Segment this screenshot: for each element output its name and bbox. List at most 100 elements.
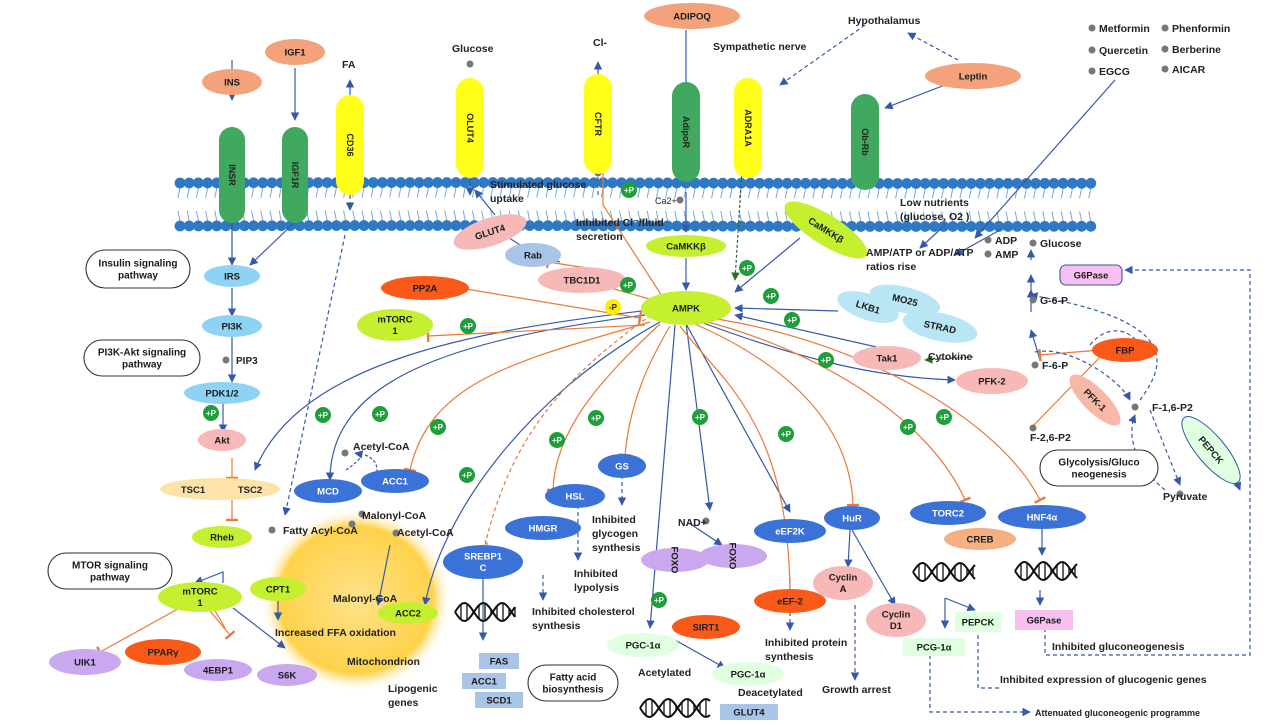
lipid-head — [496, 177, 508, 188]
svg-text:+P: +P — [433, 423, 444, 432]
phospho-badge: +P — [203, 405, 219, 421]
lipid-head — [827, 177, 839, 189]
phospho-badge: +P — [621, 182, 637, 198]
lipid-head — [570, 220, 581, 232]
lipid-head — [653, 220, 664, 232]
node-akt: Akt — [198, 429, 246, 451]
lipid-head — [377, 220, 388, 231]
node-hnf4a: HNF4α — [998, 505, 1086, 529]
lipid-head — [505, 177, 517, 188]
node-camkkb: CaMKKβ — [646, 235, 726, 257]
node-pi3k: PI3K — [202, 315, 262, 337]
lipid-head — [901, 221, 913, 232]
receptor-cftr: CFTR — [584, 74, 612, 174]
lipid-head — [607, 177, 618, 189]
lipid-head — [1030, 220, 1041, 232]
label-nad: NAD+ — [678, 517, 707, 529]
lipid-head — [993, 178, 1005, 189]
node-cpt1: CPT1 — [250, 577, 306, 601]
svg-text:+P: +P — [552, 436, 563, 445]
lipid-head — [386, 177, 397, 188]
phospho-badge: +P — [315, 407, 331, 423]
lipid-head — [174, 220, 186, 232]
node-acc1: ACC1 — [361, 469, 429, 493]
node-label: PFK-2 — [978, 376, 1005, 387]
node-label: Cyclin — [882, 610, 911, 621]
lipid-head — [551, 177, 563, 189]
receptor-label: CFTR — [593, 112, 603, 136]
lipid-head — [883, 221, 894, 232]
phospho-badge: +P — [936, 409, 952, 425]
svg-text:+P: +P — [787, 316, 798, 325]
lipid-head — [1076, 220, 1087, 232]
lipid-head — [901, 178, 913, 189]
node-label: ADIPOQ — [673, 11, 710, 22]
label-low-nutrients-2: (glucose, O2 ) — [900, 211, 969, 223]
lipid-head — [303, 220, 315, 232]
node-foxo-b: FOXO — [699, 543, 767, 569]
lipid-head — [358, 220, 370, 231]
svg-text:+P: +P — [654, 596, 665, 605]
lipid-head — [929, 178, 940, 189]
label-inh-cholesterol-1: Inhibited cholesterol — [532, 606, 635, 618]
lipid-head — [193, 177, 204, 189]
lipid-head — [386, 220, 397, 231]
lipid-head — [929, 221, 940, 232]
lipid-head — [469, 177, 480, 188]
node-creb: CREB — [944, 528, 1016, 550]
lipid-head — [671, 220, 683, 232]
label-growth-arrest: Growth arrest — [822, 684, 891, 696]
lipid-head — [662, 177, 673, 189]
receptor-label: INSR — [227, 164, 237, 186]
dna-helices — [454, 560, 1078, 719]
lipid-head — [1039, 177, 1051, 189]
label-glucose-top: Glucose — [452, 43, 494, 55]
node-label: 1 — [392, 326, 398, 337]
label-inh-glycogen-1: Inhibited — [592, 514, 636, 526]
node-label: PCG-1α — [917, 642, 952, 653]
phospho-badge: +P — [459, 467, 475, 483]
lipid-head — [625, 220, 637, 232]
lipid-head — [772, 220, 784, 232]
node-uik1: UIK1 — [49, 649, 121, 675]
lipid-head — [1021, 178, 1032, 189]
lipid-head — [441, 177, 453, 188]
node-label: PP2A — [413, 283, 438, 294]
lipid-head — [294, 220, 305, 232]
phospho-badge: +P — [588, 410, 604, 426]
node-pp2a: PP2A — [381, 276, 469, 300]
svg-text:+P: +P — [462, 471, 473, 480]
phospho-badge: +P — [460, 318, 476, 334]
lipid-head — [763, 177, 775, 189]
lipid-head — [873, 221, 885, 232]
lipid-head — [781, 220, 793, 232]
lipid-head — [708, 177, 719, 189]
gene-scd1: SCD1 — [475, 692, 523, 708]
lipid-head — [257, 220, 269, 232]
lipid-head — [883, 178, 894, 189]
label-lipogenic-1: Lipogenic — [388, 683, 438, 695]
label-lipogenic-2: genes — [388, 697, 419, 709]
receptor-adra1a: ADRA1A — [734, 78, 762, 178]
node-acc2: ACC2 — [378, 602, 438, 624]
lipid-head — [1076, 177, 1087, 189]
lipid-head — [726, 177, 738, 189]
node-rab: Rab — [505, 243, 561, 267]
lipid-head — [634, 220, 646, 232]
phospho-badge: +P — [549, 432, 565, 448]
node-label: AMPK — [672, 303, 700, 314]
lipid-head — [735, 220, 747, 232]
svg-text:+P: +P — [695, 413, 706, 422]
label-adp: ADP — [995, 235, 1017, 247]
lipid-head — [818, 177, 830, 189]
lipid-head — [367, 177, 379, 188]
phospho-badge: +P — [620, 277, 636, 293]
node-label: PGC-1α — [731, 669, 766, 680]
node-label: mTORC — [377, 315, 412, 326]
ligand-adipoq: ADIPOQ — [644, 3, 740, 29]
lipid-head — [395, 177, 407, 188]
label-malonyl-coa-1: Malonyl-CoA — [362, 510, 427, 522]
phospho-badge: +P — [900, 419, 916, 435]
